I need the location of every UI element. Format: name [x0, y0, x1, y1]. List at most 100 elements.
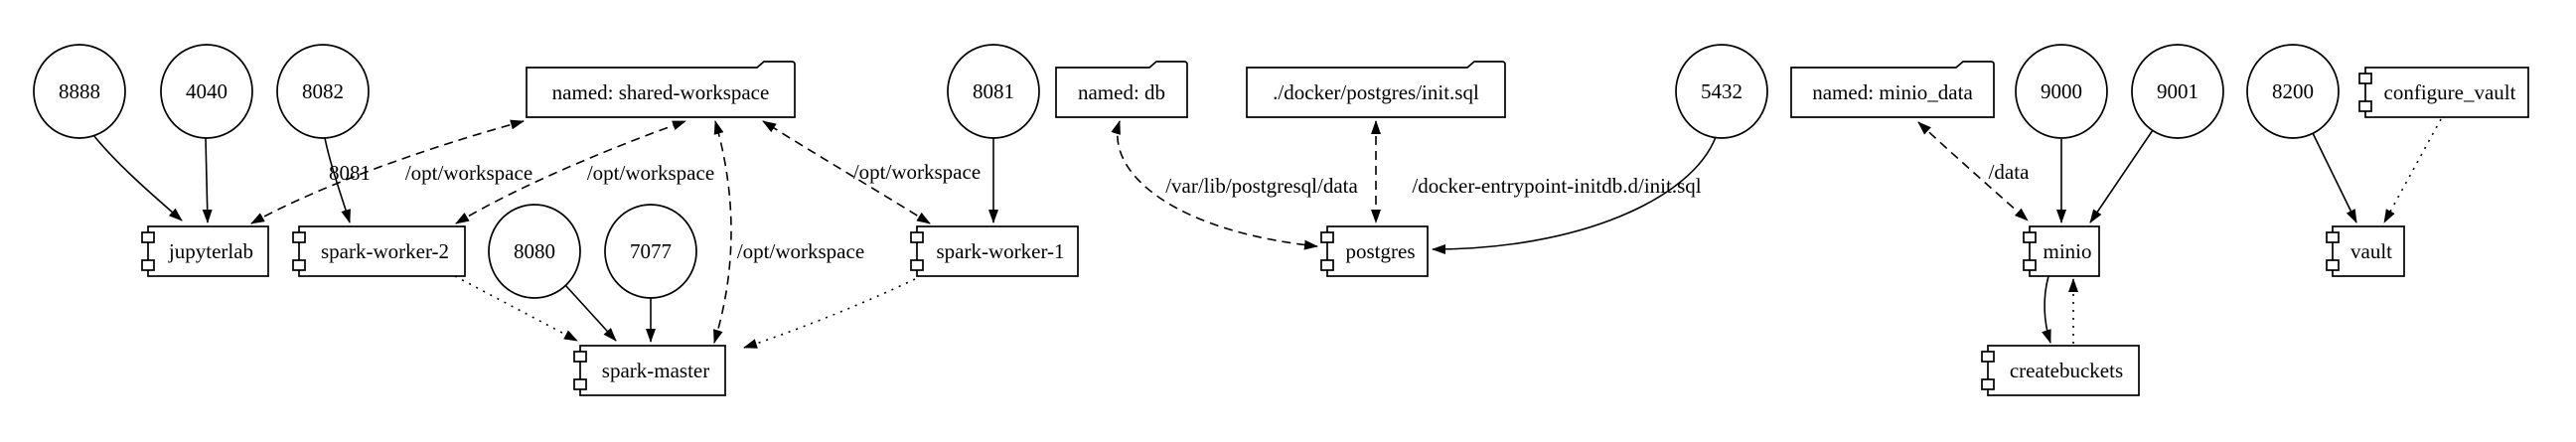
port-8081: 8081 [947, 44, 1040, 139]
component-tab-icon [2023, 259, 2037, 271]
volume-shared-workspace-label: named: shared-workspace [552, 80, 770, 104]
service-createbuckets: createbuckets [1981, 345, 2140, 396]
edge-8200-vault [2312, 132, 2357, 223]
port-8080: 8080 [488, 204, 581, 299]
edge-5432-postgres [1432, 136, 1717, 254]
port-8082-label: 8082 [302, 79, 344, 103]
port-circle [160, 44, 253, 139]
component-tab-icon [1320, 259, 1334, 271]
port-8888: 8888 [33, 44, 126, 139]
component-box [2029, 225, 2100, 277]
port-circle [947, 44, 1040, 139]
port-circle [604, 204, 697, 299]
edge-8200-vault-line [2312, 132, 2357, 223]
edge-init-sql-postgres-label: /docker-entrypoint-initdb.d/init.sql [1412, 174, 1701, 198]
port-8200-label: 8200 [2272, 79, 2314, 103]
component-tab-icon [1981, 351, 1995, 363]
edge-9001-minio-line [2089, 129, 2154, 223]
port-9000-label: 9000 [2041, 79, 2082, 103]
port-8082: 8082 [276, 44, 370, 139]
folder-icon [526, 61, 796, 118]
edge-spark-worker-1-shared-workspace-label: /opt/workspace [853, 160, 981, 184]
edge-8888-jupyterlab-line [92, 134, 183, 221]
volume-minio-data-label: named: minio_data [1812, 80, 1973, 104]
folder-icon [1790, 61, 1995, 118]
component-box [2364, 67, 2529, 118]
port-4040: 4040 [160, 44, 253, 139]
component-box [298, 225, 466, 277]
edge-spark-worker-1-spark-master [743, 278, 916, 349]
edge-minio-createbuckets-line [2042, 275, 2051, 344]
component-tab-icon [141, 231, 155, 243]
edge-spark-master-shared-workspace-label: /opt/workspace [737, 239, 864, 263]
component-tab-icon [1981, 378, 1995, 390]
edge-minio-createbuckets [2042, 275, 2051, 344]
component-tab-icon [910, 259, 924, 271]
service-spark-worker-1: spark-worker-1 [910, 225, 1079, 277]
port-9001-label: 9001 [2157, 79, 2198, 103]
component-box [1326, 225, 1429, 277]
volume-shared-workspace: named: shared-workspace [526, 61, 796, 118]
service-configure-vault-label: configure_vault [2384, 80, 2516, 104]
edge-spark-worker-2-shared-workspace-line [455, 120, 686, 224]
port-circle [2131, 44, 2224, 139]
service-jupyterlab: jupyterlab [141, 225, 269, 277]
component-box [1987, 345, 2140, 396]
service-postgres: postgres [1320, 225, 1429, 277]
port-9001: 9001 [2131, 44, 2224, 139]
service-vault: vault [2326, 225, 2405, 277]
port-8080-label: 8080 [514, 239, 555, 263]
edge-4040-jupyterlab-line [202, 137, 213, 223]
service-jupyterlab-label: jupyterlab [168, 239, 253, 263]
port-circle [1675, 44, 1768, 139]
port-9000: 9000 [2015, 44, 2108, 139]
component-tab-icon [292, 259, 306, 271]
edge-4040-jupyterlab [202, 137, 213, 223]
port-7077: 7077 [604, 204, 697, 299]
service-configure-vault: configure_vault [2358, 67, 2529, 118]
port-circle [2246, 44, 2340, 139]
port-7077-label: 7077 [630, 239, 672, 263]
edge-8080-spark-master-line [564, 284, 617, 342]
edge-configure-vault-vault-line [2383, 118, 2442, 223]
service-spark-worker-1-label: spark-worker-1 [936, 239, 1064, 263]
folder-icon [1246, 61, 1506, 118]
component-tab-icon [2358, 100, 2372, 112]
component-tab-icon [2326, 231, 2340, 243]
volume-minio-data: named: minio_data [1790, 61, 1995, 118]
component-box [579, 345, 726, 396]
edge-spark-worker-1-shared-workspace-line [762, 120, 931, 224]
port-8081-label: 8081 [973, 79, 1014, 103]
edge-spark-worker-1-shared-workspace: /opt/workspace [762, 120, 981, 224]
service-minio-label: minio [2043, 239, 2091, 263]
component-box [147, 225, 269, 277]
component-tab-icon [2358, 73, 2372, 84]
component-box [916, 225, 1079, 277]
volume-init-sql-label: ./docker/postgres/init.sql [1273, 80, 1479, 104]
edge-8082-spark-worker-2: 8081 [324, 137, 371, 223]
edge-spark-worker-2-shared-workspace-label: /opt/workspace [587, 161, 714, 185]
edge-9001-minio [2089, 129, 2154, 223]
port-4040-label: 4040 [186, 79, 227, 103]
component-tab-icon [292, 231, 306, 243]
component-box [2332, 225, 2405, 277]
edge-minio-data-minio-label: /data [1989, 160, 2030, 184]
port-circle [2015, 44, 2108, 139]
port-circle [33, 44, 126, 139]
component-tab-icon [141, 259, 155, 271]
service-spark-worker-2: spark-worker-2 [292, 225, 466, 277]
component-tab-icon [573, 378, 587, 390]
edge-8080-spark-master [564, 284, 617, 342]
edge-spark-worker-2-shared-workspace: /opt/workspace [455, 120, 714, 224]
edge-spark-master-shared-workspace: /opt/workspace [713, 120, 864, 344]
port-5432: 5432 [1675, 44, 1768, 139]
edge-minio-data-minio-line [1917, 121, 2029, 221]
component-tab-icon [2326, 259, 2340, 271]
edge-db-postgres-line [1111, 120, 1318, 250]
volume-db: named: db [1055, 61, 1188, 118]
service-vault-label: vault [2350, 239, 2392, 263]
component-tab-icon [2023, 231, 2037, 243]
edge-db-postgres-label: /var/lib/postgresql/data [1165, 174, 1358, 198]
